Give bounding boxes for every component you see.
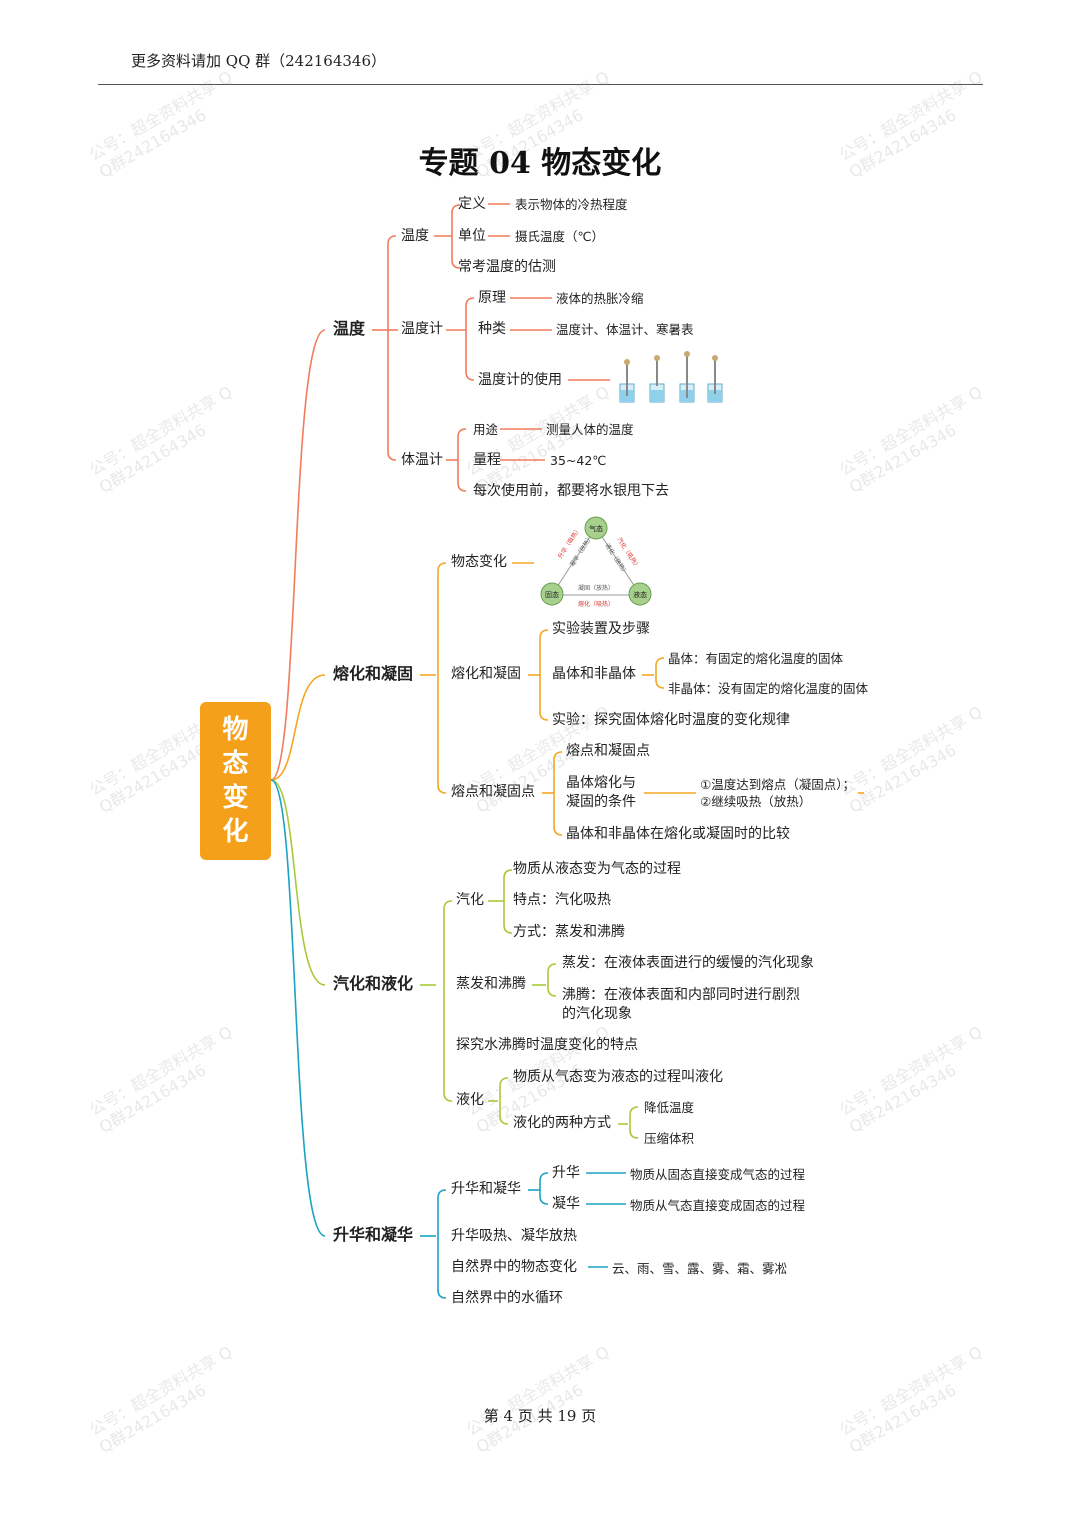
node-compare: 晶体和非晶体在熔化或凝固时的比较 xyxy=(566,826,790,842)
solidification-label: 凝固（放热） xyxy=(578,584,614,592)
node-crystal-def: 晶体：有固定的熔化温度的固体 xyxy=(668,651,844,666)
node-range: 量程 xyxy=(473,452,501,468)
node-liquefy: 液化 xyxy=(456,1092,484,1108)
thermometer-beaker-1 xyxy=(619,359,635,403)
node-compress: 压缩体积 xyxy=(644,1131,695,1146)
node-unit: 单位 xyxy=(458,228,486,244)
edge-gas-solid xyxy=(552,528,596,594)
node-condition-1: ①温度达到熔点（凝固点）； xyxy=(700,777,855,792)
node-lower-temp: 降低温度 xyxy=(644,1100,695,1115)
node-condition-line1: 晶体熔化与 xyxy=(566,775,636,791)
state-change-diagram: 气态 固态 液态 升华（吸热） 凝华（放热） 液化（放热） 汽化（吸热） 凝固（… xyxy=(540,516,652,608)
node-water-cycle: 自然界中的水循环 xyxy=(451,1290,563,1306)
solid-label: 固态 xyxy=(545,590,559,599)
node-boiling-line1: 沸腾：在液体表面和内部同时进行剧烈 xyxy=(562,987,800,1003)
melting-label: 熔化（吸热） xyxy=(578,600,614,608)
gas-label: 气态 xyxy=(589,524,603,533)
node-explore-boiling: 探究水沸腾时温度变化的特点 xyxy=(456,1037,638,1053)
node-evaporation: 蒸发：在液体表面进行的缓慢的汽化现象 xyxy=(562,955,814,971)
node-wendu: 温度 xyxy=(401,228,429,244)
thermometer-beaker-4 xyxy=(707,355,723,403)
node-usage: 温度计的使用 xyxy=(478,372,562,388)
node-setup: 实验装置及步骤 xyxy=(552,621,650,637)
node-use: 用途 xyxy=(473,422,499,437)
edge-gas-liquid xyxy=(596,528,640,594)
node-unit-value: 摄氏温度（℃） xyxy=(515,229,605,244)
page-header: 更多资料请加 QQ 群（242164346） xyxy=(131,52,387,70)
connector-root-sublimation xyxy=(270,779,326,1237)
header-divider xyxy=(98,84,983,85)
node-thermometer: 温度计 xyxy=(401,321,443,337)
root-char: 化 xyxy=(222,817,249,847)
node-liquefy-def: 物质从气态变为液态的过程叫液化 xyxy=(513,1069,723,1085)
node-condition-line2: 凝固的条件 xyxy=(566,794,636,810)
node-definition-value: 表示物体的冷热程度 xyxy=(515,197,628,212)
root-node: 物 态 变 化 xyxy=(200,702,271,860)
node-principle: 原理 xyxy=(478,290,506,306)
node-experiment: 实验：探究固体熔化时温度的变化规律 xyxy=(552,712,790,728)
root-char: 态 xyxy=(222,749,249,779)
connector-root-temperature xyxy=(270,329,326,781)
thermometer-usage-illustration xyxy=(619,351,723,403)
node-sublimate: 升华 xyxy=(552,1165,580,1181)
node-shake: 每次使用前，都要将水银甩下去 xyxy=(473,483,669,499)
node-range-value: 35~42℃ xyxy=(550,453,607,468)
node-principle-value: 液体的热胀冷缩 xyxy=(556,291,644,306)
node-sublimate-value: 物质从固态直接变成气态的过程 xyxy=(630,1167,806,1182)
node-kinds: 种类 xyxy=(478,321,506,337)
liquid-label: 液态 xyxy=(633,590,647,599)
connector-root-melting xyxy=(270,674,326,781)
node-melt-solidify: 熔化和凝固 xyxy=(451,666,521,682)
node-sub-dep: 升华和凝华 xyxy=(451,1181,521,1197)
root-char: 变 xyxy=(222,783,249,813)
node-boiling-line2: 的汽化现象 xyxy=(562,1006,632,1022)
page-footer: 第 4 页 共 19 页 xyxy=(483,1407,597,1425)
node-kinds-value: 温度计、体温计、寒暑表 xyxy=(556,322,694,337)
thermometer-beaker-2 xyxy=(649,355,665,403)
connector-root-vaporization xyxy=(270,779,326,986)
branch-sublimation: 升华和凝华 xyxy=(333,1225,414,1244)
node-nature: 自然界中的物态变化 xyxy=(451,1259,577,1275)
branch-vaporization: 汽化和液化 xyxy=(333,974,414,993)
node-crystal: 晶体和非晶体 xyxy=(552,666,636,682)
node-vaporize: 汽化 xyxy=(456,892,484,908)
node-nature-value: 云、雨、雪、露、雾、霜、雾凇 xyxy=(612,1261,788,1276)
node-vaporize-ways: 方式：蒸发和沸腾 xyxy=(513,924,625,940)
node-heat: 升华吸热、凝华放热 xyxy=(451,1228,577,1244)
node-use-value: 测量人体的温度 xyxy=(546,422,634,437)
node-vaporize-feature: 特点：汽化吸热 xyxy=(513,892,611,908)
node-evap-boil: 蒸发和沸腾 xyxy=(456,976,526,992)
thermometer-beaker-3 xyxy=(679,351,695,403)
solid-node xyxy=(540,582,564,606)
node-vaporize-def: 物质从液态变为气态的过程 xyxy=(513,861,681,877)
node-melting-point: 熔点和凝固点 xyxy=(566,743,650,759)
root-char: 物 xyxy=(222,715,249,745)
node-clinical-thermometer: 体温计 xyxy=(401,452,443,468)
node-amorphous-def: 非晶体：没有固定的熔化温度的固体 xyxy=(668,681,869,696)
branch-melting: 熔化和凝固 xyxy=(333,664,414,683)
node-definition: 定义 xyxy=(458,196,486,212)
gas-node xyxy=(584,516,608,540)
node-liquefy-ways: 液化的两种方式 xyxy=(513,1115,611,1131)
node-points: 熔点和凝固点 xyxy=(451,784,535,800)
node-deposit-value: 物质从气态直接变成固态的过程 xyxy=(630,1198,806,1213)
node-condition-2: ②继续吸热（放热） xyxy=(700,794,812,809)
page-title: 专题 04 物态变化 xyxy=(418,146,662,181)
branch-temperature: 温度 xyxy=(333,319,366,338)
node-state-change: 物态变化 xyxy=(451,554,507,570)
node-estimate: 常考温度的估测 xyxy=(458,259,556,275)
liquid-node xyxy=(628,582,652,606)
node-deposit: 凝华 xyxy=(552,1196,580,1212)
